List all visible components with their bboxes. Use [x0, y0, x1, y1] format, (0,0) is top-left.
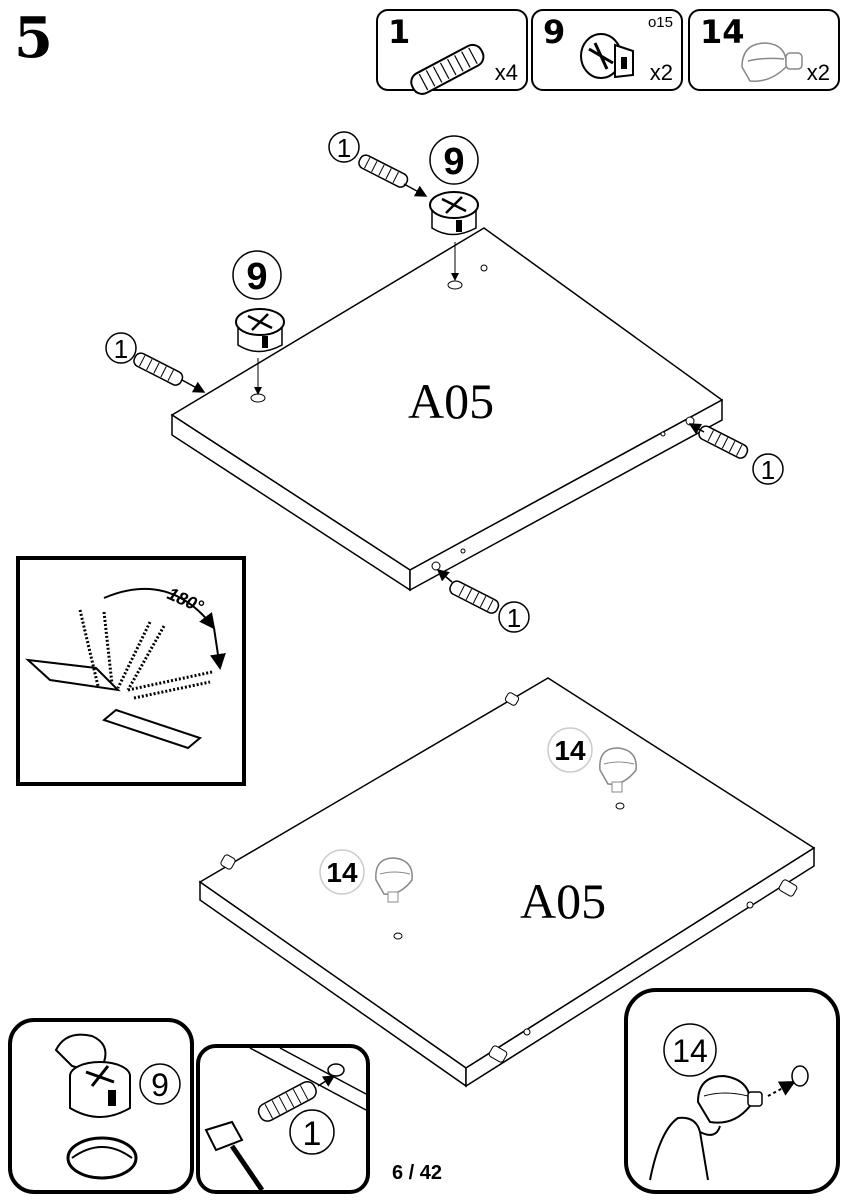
svg-text:9: 9 — [246, 256, 267, 298]
callout-cam: 9 — [232, 250, 282, 300]
callout-cam: 9 — [429, 135, 479, 185]
dowel-icon — [688, 423, 749, 459]
callout-dowel: 1 — [303, 1115, 322, 1153]
part-quantity: x2 — [806, 60, 830, 85]
svg-text:1: 1 — [507, 603, 521, 633]
hammer-icon — [204, 1120, 265, 1192]
part-quantity: x2 — [649, 60, 673, 85]
part-quantity: x4 — [494, 60, 518, 85]
bottom-panel — [198, 677, 816, 1088]
dowel-icon — [133, 352, 206, 393]
rotation-inset: 180° — [16, 556, 246, 786]
dowel-icon — [410, 43, 485, 95]
shelf-support-icon — [599, 747, 637, 793]
dowel-icon — [358, 154, 428, 197]
callout-support: 14 — [547, 727, 593, 773]
callout-support: 14 — [319, 849, 365, 895]
callout-cam: 9 — [151, 1067, 169, 1103]
part-number: 1 — [388, 13, 411, 51]
part-number: 9 — [543, 13, 566, 51]
callout-dowel: 1 — [105, 332, 137, 364]
svg-text:9: 9 — [443, 141, 464, 183]
svg-text:14: 14 — [326, 857, 358, 888]
cam-lock-inset: 9 — [8, 1018, 194, 1194]
svg-text:1: 1 — [114, 334, 128, 364]
panel-label-bottom: A05 — [520, 873, 606, 929]
svg-text:14: 14 — [554, 735, 586, 766]
part-box-dowel: 1 x4 — [376, 9, 528, 95]
part-box-cam-lock: 9 o15 x2 — [531, 9, 683, 91]
part-code: o15 — [647, 14, 673, 31]
shelf-support-icon — [375, 857, 413, 903]
shelf-support-icon — [741, 42, 803, 82]
part-number: 14 — [700, 13, 745, 51]
part-box-shelf-support: 14 x2 — [688, 9, 840, 91]
callout-dowel: 1 — [498, 601, 530, 633]
callout-dowel: 1 — [328, 131, 360, 163]
panel-label-top: A05 — [408, 373, 494, 429]
cam-lock-icon — [580, 33, 634, 79]
shelf-support-inset: 14 — [624, 988, 840, 1194]
top-panel — [170, 227, 724, 592]
dowel-icon — [257, 1080, 317, 1122]
cam-lock-icon — [429, 191, 479, 281]
step-number: 5 — [14, 5, 53, 71]
callout-support: 14 — [672, 1033, 708, 1069]
dowel-hammer-inset: 1 — [196, 1044, 370, 1194]
dowel-icon — [436, 569, 500, 614]
cam-lock-icon — [235, 308, 285, 395]
page-number: 6 / 42 — [392, 1162, 443, 1184]
callout-dowel: 1 — [752, 453, 784, 485]
svg-text:1: 1 — [337, 133, 351, 163]
svg-text:1: 1 — [761, 455, 775, 485]
